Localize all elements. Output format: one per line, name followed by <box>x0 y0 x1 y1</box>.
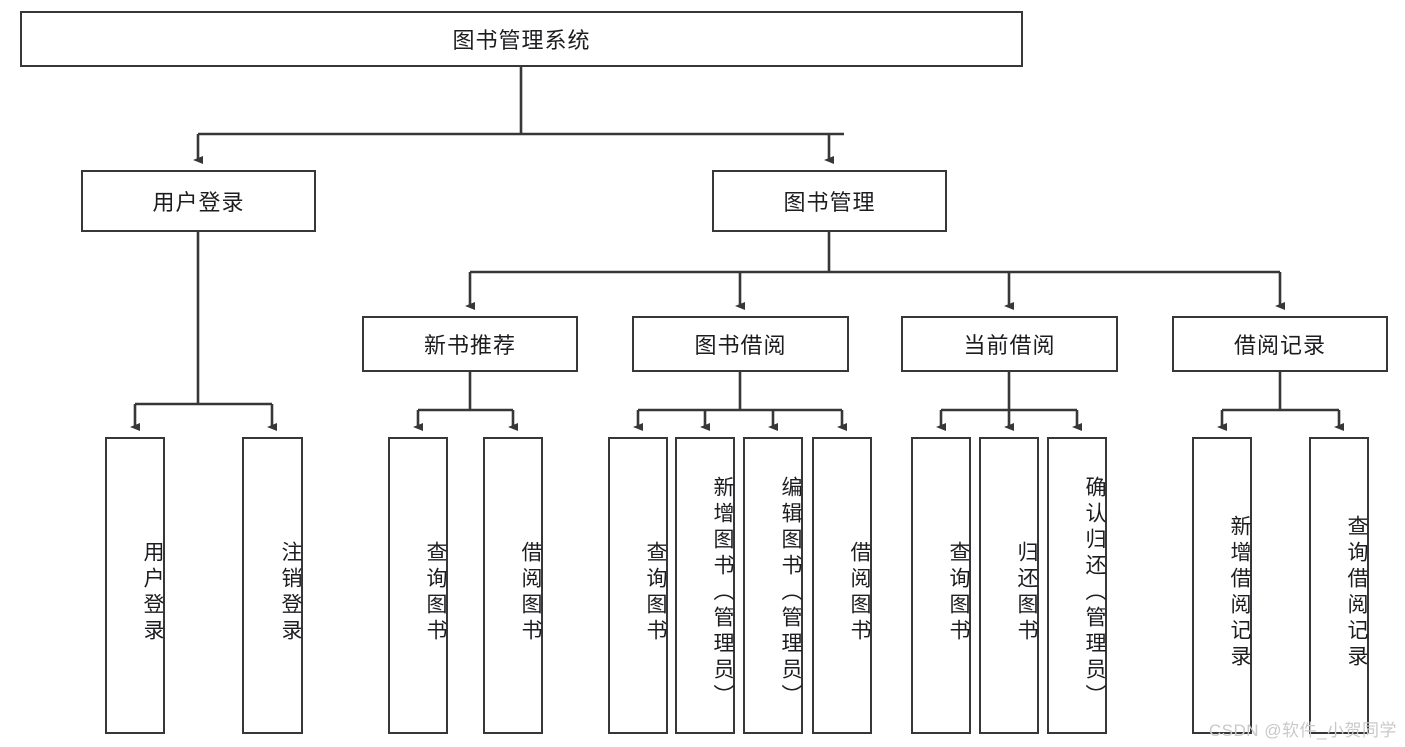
leaf-borrow-record-add-record[interactable]: 新增借阅记录 <box>1192 437 1252 734</box>
leaf-label: 查询图书 <box>424 540 447 645</box>
node-new-book-recommend[interactable]: 新书推荐 <box>362 316 578 372</box>
leaf-book-borrow-query-book[interactable]: 查询图书 <box>608 437 668 734</box>
leaf-current-borrow-query-book[interactable]: 查询图书 <box>911 437 971 734</box>
leaf-label: 查询借阅记录 <box>1345 514 1368 671</box>
leaf-label: 查询图书 <box>947 540 970 645</box>
leaf-label: 用户登录 <box>141 540 164 645</box>
leaf-book-borrow-edit-book-admin[interactable]: 编辑图书（管理员） <box>743 437 803 734</box>
leaf-label: 借阅图书 <box>519 540 542 645</box>
node-current-borrow[interactable]: 当前借阅 <box>901 316 1118 372</box>
leaf-label: 归还图书 <box>1015 540 1038 645</box>
leaf-borrow-record-query-record[interactable]: 查询借阅记录 <box>1309 437 1369 734</box>
csdn-watermark: CSDN @软件_小贺同学 <box>1208 721 1397 740</box>
leaf-label: 查询图书 <box>644 540 667 645</box>
node-book-borrow[interactable]: 图书借阅 <box>632 316 849 372</box>
leaf-book-borrow-add-book-admin[interactable]: 新增图书（管理员） <box>675 437 735 734</box>
node-borrow-record[interactable]: 借阅记录 <box>1172 316 1388 372</box>
leaf-current-borrow-return-book[interactable]: 归还图书 <box>979 437 1039 734</box>
node-user-login[interactable]: 用户登录 <box>81 170 316 232</box>
leaf-label: 借阅图书 <box>848 540 871 645</box>
leaf-label: 编辑图书（管理员） <box>779 475 802 710</box>
leaf-book-borrow-borrow-book[interactable]: 借阅图书 <box>812 437 872 734</box>
leaf-new-book-borrow-book[interactable]: 借阅图书 <box>483 437 543 734</box>
leaf-label: 新增借阅记录 <box>1228 514 1251 671</box>
leaf-label: 注销登录 <box>279 540 302 645</box>
leaf-new-book-query-book[interactable]: 查询图书 <box>388 437 448 734</box>
node-book-management[interactable]: 图书管理 <box>712 170 947 232</box>
leaf-user-login-login[interactable]: 用户登录 <box>105 437 165 734</box>
leaf-current-borrow-confirm-return-admin[interactable]: 确认归还（管理员） <box>1047 437 1107 734</box>
leaf-user-login-logout[interactable]: 注销登录 <box>242 437 303 734</box>
leaf-label: 新增图书（管理员） <box>711 475 734 710</box>
node-root-book-management-system[interactable]: 图书管理系统 <box>20 11 1023 67</box>
leaf-label: 确认归还（管理员） <box>1083 475 1106 710</box>
